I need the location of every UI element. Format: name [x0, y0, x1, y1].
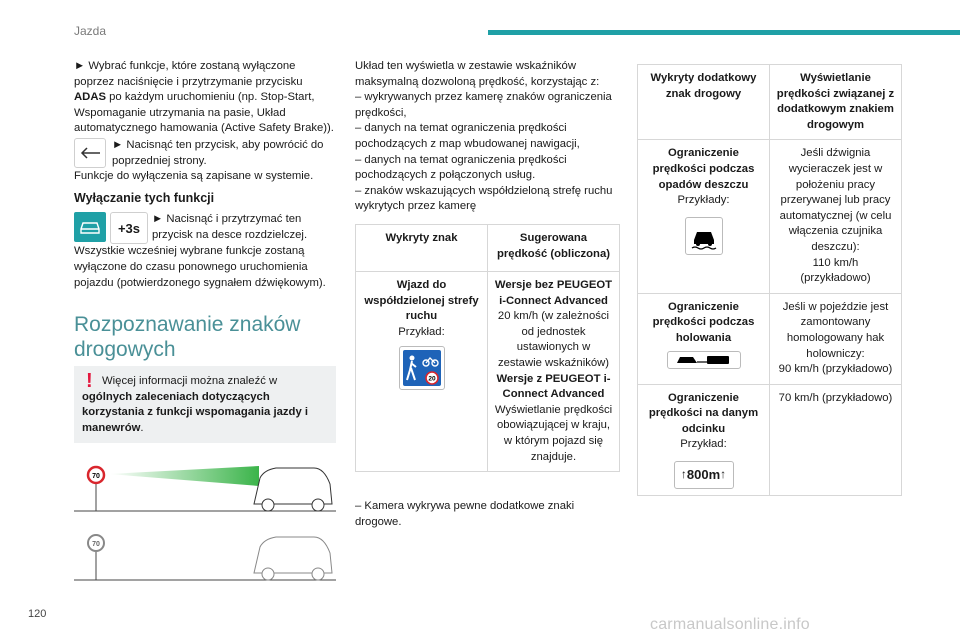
table-cell: Wjazd do współdzielonej strefy ruchu Prz… — [355, 270, 488, 473]
footer-note: – Kamera wykrywa pewne dodatkowe znaki d… — [355, 500, 575, 528]
press-instruction: ► Nacisnąć i przytrzymać ten przycisk na… — [152, 213, 308, 241]
back-instruction: ► Nacisnąć ten przycisk, aby powrócić do… — [112, 138, 324, 167]
intro-text: Układ ten wyświetla w zestawie wskaźnikó… — [355, 60, 600, 88]
speed-sign-icon — [86, 465, 106, 485]
zone-table: Wykryty znak Sugerowana prędkość (oblicz… — [355, 224, 620, 473]
table-cell: 70 km/h (przykładowo) — [769, 383, 902, 497]
adas-instruction: ► Wybrać funkcje, które zostaną wyłączon… — [74, 60, 334, 135]
bullet: – danych na temat ograniczenia prędkości… — [355, 153, 567, 182]
additional-signs-table: Wykryty dodatkowy znak drogowy Wyświetla… — [637, 63, 902, 497]
table-cell: Jeśli w pojeździe jest zamontowany homol… — [769, 292, 902, 385]
speed-sign-label: 70 — [92, 541, 100, 548]
bullet: – danych na temat ograniczenia prędkości… — [355, 122, 580, 150]
speed-sign-icon — [87, 534, 105, 552]
disable-heading: Wyłączanie tych funkcji — [74, 190, 215, 205]
distance-sign-icon: ↑800m↑ — [673, 461, 734, 490]
info-box: ! Więcej informacji można znaleźć w ogól… — [74, 366, 336, 443]
back-arrow-icon[interactable] — [74, 137, 106, 168]
table-cell: Wersje bez PEUGEOT i-Connect Advanced 20… — [487, 270, 620, 473]
table-cell: Ograniczenie prędkości podczas holowania — [637, 292, 770, 385]
section-title: Jazda — [74, 24, 107, 38]
warning-icon: ! — [86, 370, 93, 392]
left-column: ► Wybrać funkcje, które zostaną wyłączon… — [74, 59, 336, 291]
camera-illustration: 70 70 — [74, 465, 336, 581]
speed-sign-label: 70 — [92, 473, 100, 480]
table-cell: Jeśli dźwignia wycieraczek jest w położe… — [769, 139, 902, 294]
towing-sign-icon — [666, 350, 741, 369]
plus3s-button-icon[interactable]: +3s — [110, 212, 148, 245]
rain-car-sign-icon — [684, 216, 723, 255]
main-heading: Rozpoznawanie znaków drogowych — [74, 313, 301, 361]
table-cell: Ograniczenie prędkości na danym odcinku … — [637, 383, 770, 497]
header-accent-bar — [488, 30, 960, 35]
zone-speed-label: 20 — [428, 376, 436, 383]
shared-zone-sign-icon: 20 — [398, 346, 445, 391]
bullet: – wykrywanych przez kamerę znaków ograni… — [355, 91, 612, 119]
middle-column: Układ ten wyświetla w zestawie wskaźnikó… — [355, 59, 620, 215]
page-number: 120 — [28, 608, 47, 620]
watermark: carmanualsonline.info — [650, 616, 810, 633]
bullet: – znaków wskazujących współdzieloną stre… — [355, 184, 613, 213]
table-header: Wykryty znak — [355, 224, 488, 272]
saved-note: Funkcje do wyłączenia są zapisane w syst… — [74, 170, 314, 183]
reactivate-note: Wszystkie wcześniej wybrane funkcje zost… — [74, 245, 326, 289]
table-header: Sugerowana prędkość (obliczona) — [487, 224, 620, 272]
car-icon — [74, 212, 106, 243]
table-cell: Ograniczenie prędkości podczas opadów de… — [637, 139, 770, 294]
table-header: Wykryty dodatkowy znak drogowy — [637, 63, 770, 141]
info-text: Więcej informacji można znaleźć w ogólny… — [82, 375, 309, 434]
table-header: Wyświetlanie prędkości związanej z dodat… — [769, 63, 902, 141]
